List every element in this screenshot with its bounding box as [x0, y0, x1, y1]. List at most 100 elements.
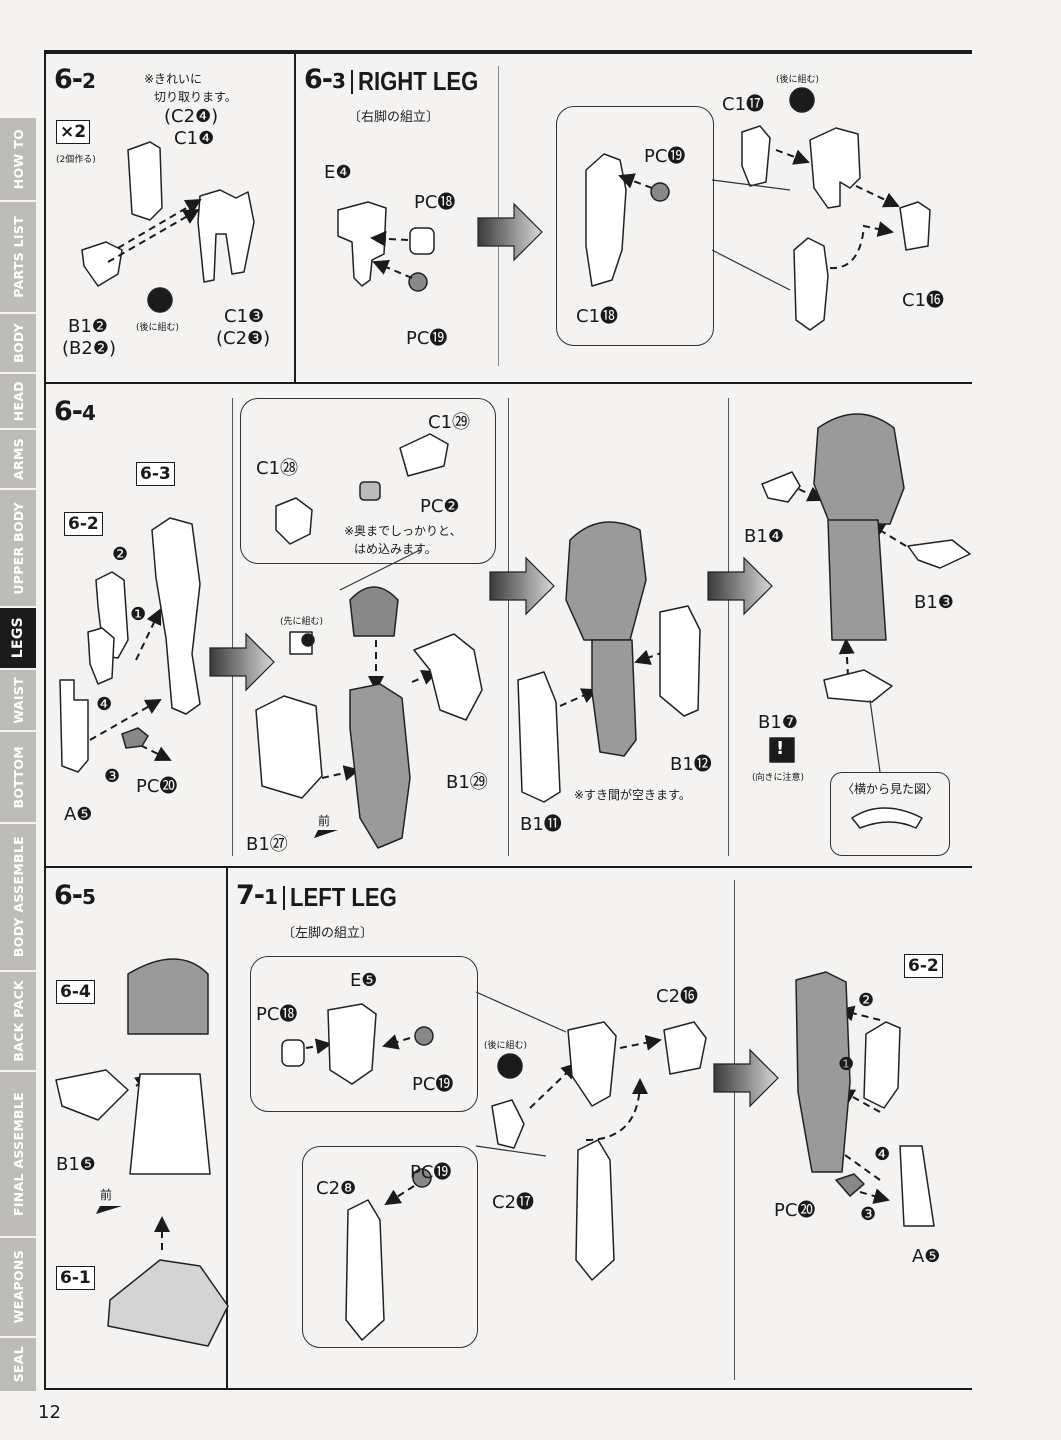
part-b112: [659, 605, 701, 717]
tab-upper-body[interactable]: UPPER BODY: [0, 490, 36, 608]
label-b15: B1❺: [56, 1154, 96, 1175]
step-6-2-heading: 6-2: [54, 64, 96, 95]
warning-note: (向きに注意): [752, 773, 805, 783]
tab-waist[interactable]: WAIST: [0, 670, 36, 732]
label-a5: A❺: [912, 1246, 941, 1267]
label-pc18: PC⓲: [414, 192, 456, 213]
label-b129: B1㉙: [446, 772, 488, 793]
heading-separator: [283, 886, 285, 910]
label-c17: C1⓱: [722, 94, 765, 115]
side-view-title: 〈横から見た図〉: [842, 782, 939, 796]
tab-label: WEAPONS: [10, 1250, 26, 1324]
ref-6-3: 6-3: [136, 462, 175, 486]
warning-icon: !: [776, 738, 785, 759]
label-b22: (B2❷): [62, 338, 116, 359]
part-shin: [827, 519, 887, 641]
label-c16: C1⓰: [902, 290, 945, 311]
flow-arrow: [209, 632, 275, 692]
part-c217: [491, 1099, 525, 1149]
label-b13: B1❸: [914, 592, 954, 613]
bottom-rule: [44, 1388, 972, 1390]
label-pc20: PC⓴: [136, 776, 178, 797]
part-6-2-sub: [95, 571, 129, 659]
part-pc20-left: [835, 1173, 865, 1197]
label-pc19-inset: PC⓳: [644, 146, 686, 167]
section-title-right-leg: RIGHT LEG: [358, 66, 479, 96]
tab-bottom[interactable]: BOTTOM: [0, 732, 36, 824]
panel-divider: [728, 398, 729, 856]
page-number: 12: [38, 1402, 61, 1423]
tab-label: UPPER BODY: [10, 501, 26, 595]
label-c24: (C2❹): [164, 106, 219, 127]
step-6-5-heading: 6-5: [54, 880, 96, 911]
label-b17: B1❼: [758, 712, 798, 733]
part-assembly-bottom: [793, 237, 829, 331]
panel-divider: [508, 398, 509, 856]
front-arrow: [314, 830, 338, 838]
tab-weapons[interactable]: WEAPONS: [0, 1238, 36, 1338]
step-7-1-heading: 7-1: [236, 880, 278, 911]
tab-label: LEGS: [10, 617, 26, 659]
tab-seal[interactable]: SEAL: [0, 1338, 36, 1393]
label-b12: B1❷: [68, 316, 108, 337]
note-push-in-2: はめ込みます。: [354, 542, 437, 556]
part-a5: [59, 679, 89, 773]
tab-back-pack[interactable]: BACK PACK: [0, 972, 36, 1072]
left-frame-rule: [44, 50, 46, 1390]
divider-62-63: [294, 54, 296, 382]
part-thigh-done: [813, 413, 905, 525]
label-c217: C2⓱: [492, 1192, 535, 1213]
part-b15: [55, 1069, 129, 1121]
callout-c28-detail: [302, 1146, 478, 1348]
part-frame: [349, 683, 411, 849]
tab-body[interactable]: BODY: [0, 314, 36, 374]
callout-side-view: [830, 772, 950, 856]
part-c216: [663, 1021, 707, 1075]
tab-label: BODY: [10, 323, 26, 363]
step-6-4-heading: 6-4: [54, 396, 96, 427]
front-label: 前: [318, 814, 331, 828]
order-1: ❶: [838, 1054, 855, 1075]
part-c17: [741, 125, 771, 187]
flow-arrow: [477, 202, 543, 262]
label-c129: C1㉙: [428, 412, 471, 433]
note-push-in: ※奥までしっかりと、: [344, 524, 462, 538]
label-c216: C2⓰: [656, 986, 699, 1007]
part-assembly-top: [809, 127, 861, 209]
part-c13: [197, 189, 255, 283]
divider-65-71: [226, 868, 228, 1388]
ref-6-1: 6-1: [56, 1266, 95, 1290]
tab-parts-list[interactable]: PARTS LIST: [0, 202, 36, 314]
later-note: (後に組む): [484, 1041, 528, 1051]
later-dot: [147, 287, 173, 313]
callout-pc19-detail: [556, 106, 714, 346]
part-6-3-sub: [151, 517, 201, 715]
tab-how-to[interactable]: HOW TO: [0, 118, 36, 202]
part-b111: [517, 671, 561, 803]
part-pc18: [409, 227, 435, 255]
part-c28-assembled: [575, 1139, 615, 1281]
label-pc20: PC⓴: [774, 1200, 816, 1221]
label-pc19: PC⓳: [406, 328, 448, 349]
label-c128: C1㉘: [256, 458, 299, 479]
part-6-4-thigh: [127, 958, 209, 1035]
tab-arms[interactable]: ARMS: [0, 430, 36, 490]
flow-arrow: [713, 1048, 779, 1108]
panel-divider: [232, 398, 233, 856]
label-c14: C1❹: [174, 128, 215, 149]
later-dot: [497, 1053, 523, 1079]
note-gap: ※すき間が空きます。: [574, 788, 691, 802]
part-6-2-left: [863, 1021, 901, 1109]
tab-final-assemble[interactable]: FINAL ASSEMBLE: [0, 1072, 36, 1238]
first-build-note: (先に組む): [280, 617, 324, 627]
flow-arrow: [489, 556, 555, 616]
tab-head[interactable]: HEAD: [0, 374, 36, 430]
tab-legs[interactable]: LEGS: [0, 608, 36, 670]
part-e4: [337, 201, 387, 287]
order-2: ❷: [858, 990, 875, 1011]
part-6-1-foot: [107, 1259, 229, 1347]
section-subtitle: 〔右脚の組立〕: [348, 110, 440, 125]
tab-body-assemble[interactable]: BODY ASSEMBLE: [0, 824, 36, 972]
label-c18: C1⓲: [576, 306, 619, 327]
